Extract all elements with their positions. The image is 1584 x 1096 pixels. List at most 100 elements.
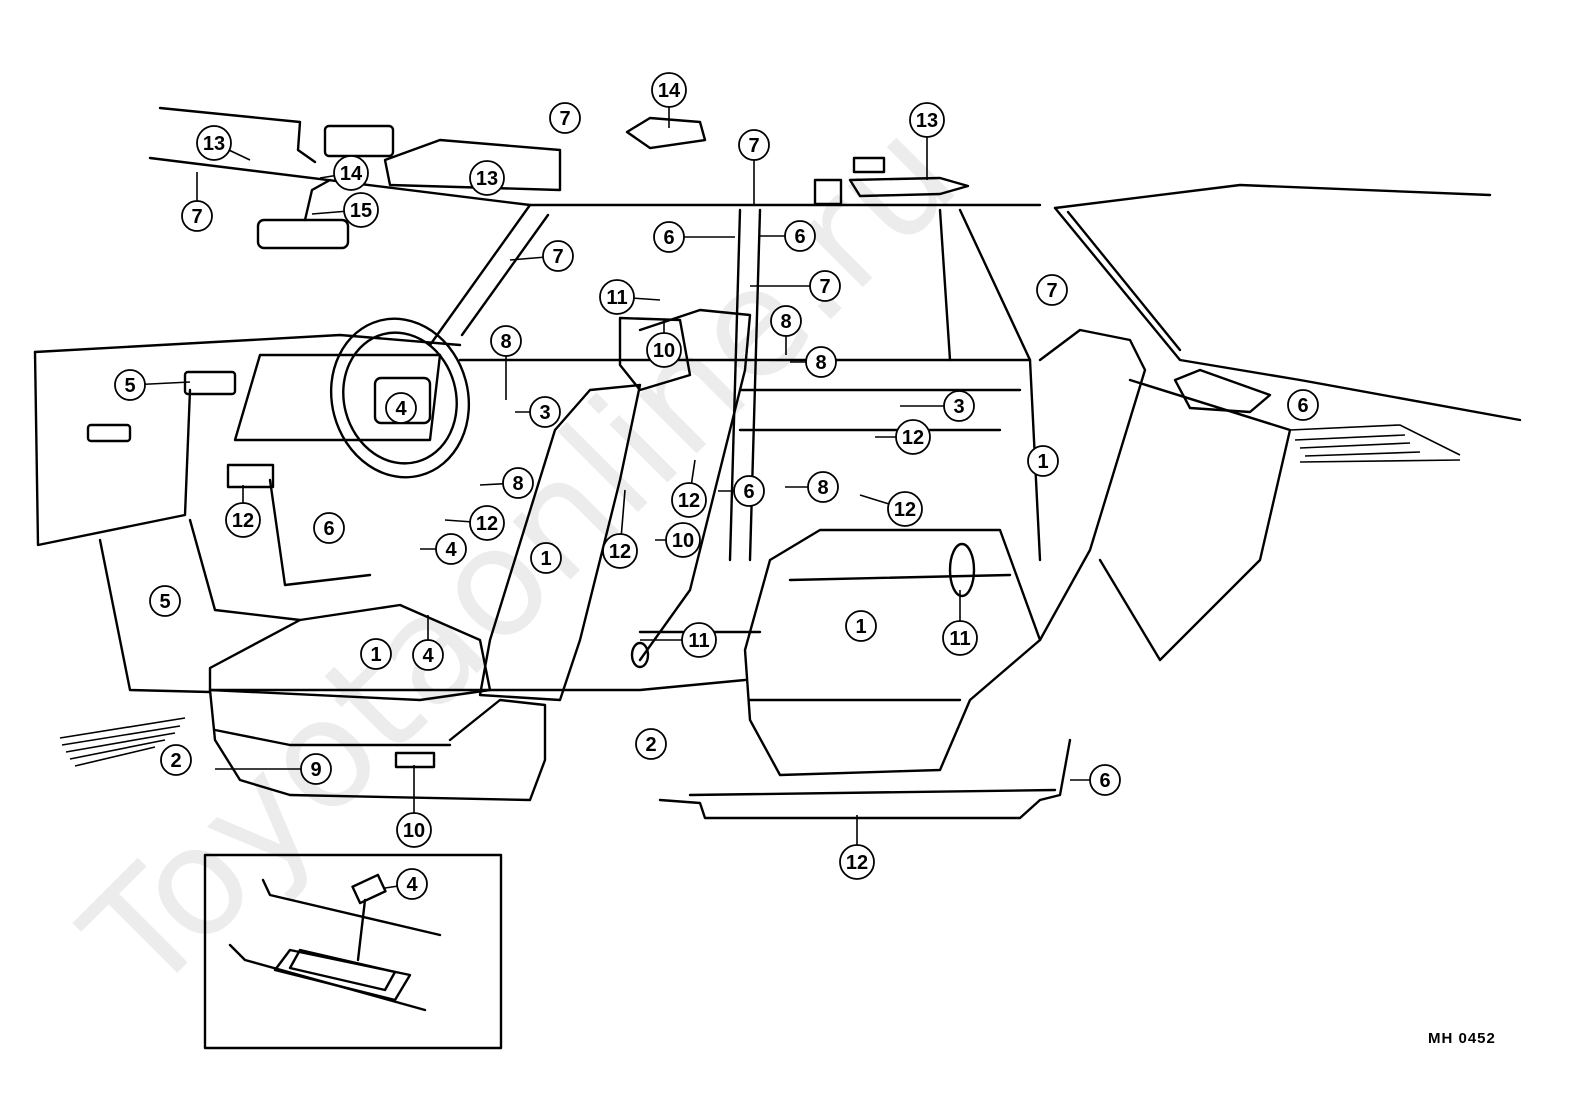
callout-number: 4 [395,398,407,420]
callout-number: 6 [663,227,674,249]
callout-7: 7 [738,129,770,161]
callout-number: 4 [422,645,434,667]
callout-number: 12 [846,852,868,874]
callout-number: 5 [159,591,170,613]
callout-number: 4 [406,874,418,896]
callout-number: 6 [1099,770,1110,792]
callout-number: 6 [323,518,334,540]
callout-number: 4 [445,539,457,561]
callout-8: 8 [502,467,534,499]
callout-1: 1 [1027,445,1059,477]
callout-number: 5 [124,375,135,397]
floor-mat-front [59,717,186,767]
callout-4: 4 [385,392,417,424]
callout-3: 3 [943,390,975,422]
callout-number: 7 [819,276,830,298]
callout-number: 1 [370,644,381,666]
callout-6: 6 [313,512,345,544]
callout-number: 2 [645,734,656,756]
callout-6: 6 [653,221,685,253]
callout-number: 8 [817,477,828,499]
callout-number: 6 [1297,395,1308,417]
callout-6: 6 [1089,764,1121,796]
callout-8: 8 [770,305,802,337]
callout-7: 7 [549,102,581,134]
callout-7: 7 [1036,274,1068,306]
callout-number: 10 [403,820,425,842]
callout-number: 6 [743,481,754,503]
callout-number: 7 [748,135,759,157]
callout-number: 14 [658,80,681,102]
callout-number: 12 [902,427,924,449]
callout-10: 10 [646,332,682,368]
callout-number: 8 [780,311,791,333]
callout-3: 3 [529,396,561,428]
callout-number: 2 [170,750,181,772]
callout-number: 8 [500,331,511,353]
callout-number: 9 [310,759,321,781]
callout-number: 12 [894,499,916,521]
callout-8: 8 [490,325,522,357]
callout-1: 1 [530,542,562,574]
callout-number: 6 [794,226,805,248]
callout-5: 5 [149,585,181,617]
callout-5: 5 [114,369,146,401]
callout-number: 10 [672,530,694,552]
callout-13: 13 [469,160,505,196]
callout-number: 11 [688,630,709,652]
callout-8: 8 [805,346,837,378]
callout-12: 12 [225,502,261,538]
callout-8: 8 [807,471,839,503]
callout-13: 13 [909,102,945,138]
callout-number: 12 [232,510,254,532]
callout-4: 4 [412,639,444,671]
callout-number: 10 [653,340,675,362]
callout-12: 12 [887,491,923,527]
callout-11: 11 [599,279,635,315]
callout-2: 2 [160,744,192,776]
callout-number: 11 [949,628,970,650]
callout-6: 6 [733,475,765,507]
callout-10: 10 [396,812,432,848]
callout-number: 3 [953,396,964,418]
callout-number: 13 [476,168,498,190]
callout-12: 12 [895,419,931,455]
callout-7: 7 [542,240,574,272]
callout-12: 12 [469,505,505,541]
callout-number: 3 [539,402,550,424]
callout-12: 12 [602,533,638,569]
callout-number: 13 [203,133,225,155]
callout-4: 4 [396,868,428,900]
callout-4: 4 [435,533,467,565]
callout-number: 7 [552,246,563,268]
callout-1: 1 [845,610,877,642]
callout-12: 12 [839,844,875,880]
callout-number: 1 [855,616,866,638]
callout-11: 11 [681,622,717,658]
callout-9: 9 [300,753,332,785]
callout-13: 13 [196,125,232,161]
callout-number: 15 [350,200,372,222]
shift-lever-inset [203,853,503,1050]
figure-code: MH 0452 [1428,1030,1496,1047]
callout-7: 7 [181,200,213,232]
callout-number: 7 [191,206,202,228]
callout-number: 1 [1037,451,1048,473]
callout-12: 12 [671,482,707,518]
callout-number: 12 [476,513,498,535]
callout-number: 14 [340,163,363,185]
callout-1: 1 [360,638,392,670]
callout-10: 10 [665,522,701,558]
callout-number: 12 [609,541,631,563]
callout-11: 11 [942,620,978,656]
callout-2: 2 [635,728,667,760]
rear-speaker-grille [1289,424,1461,463]
callout-number: 12 [678,490,700,512]
callout-14: 14 [333,155,369,191]
callout-number: 13 [916,110,938,132]
callout-number: 8 [815,352,826,374]
callout-number: 7 [1046,280,1057,302]
callout-number: 1 [540,548,551,570]
